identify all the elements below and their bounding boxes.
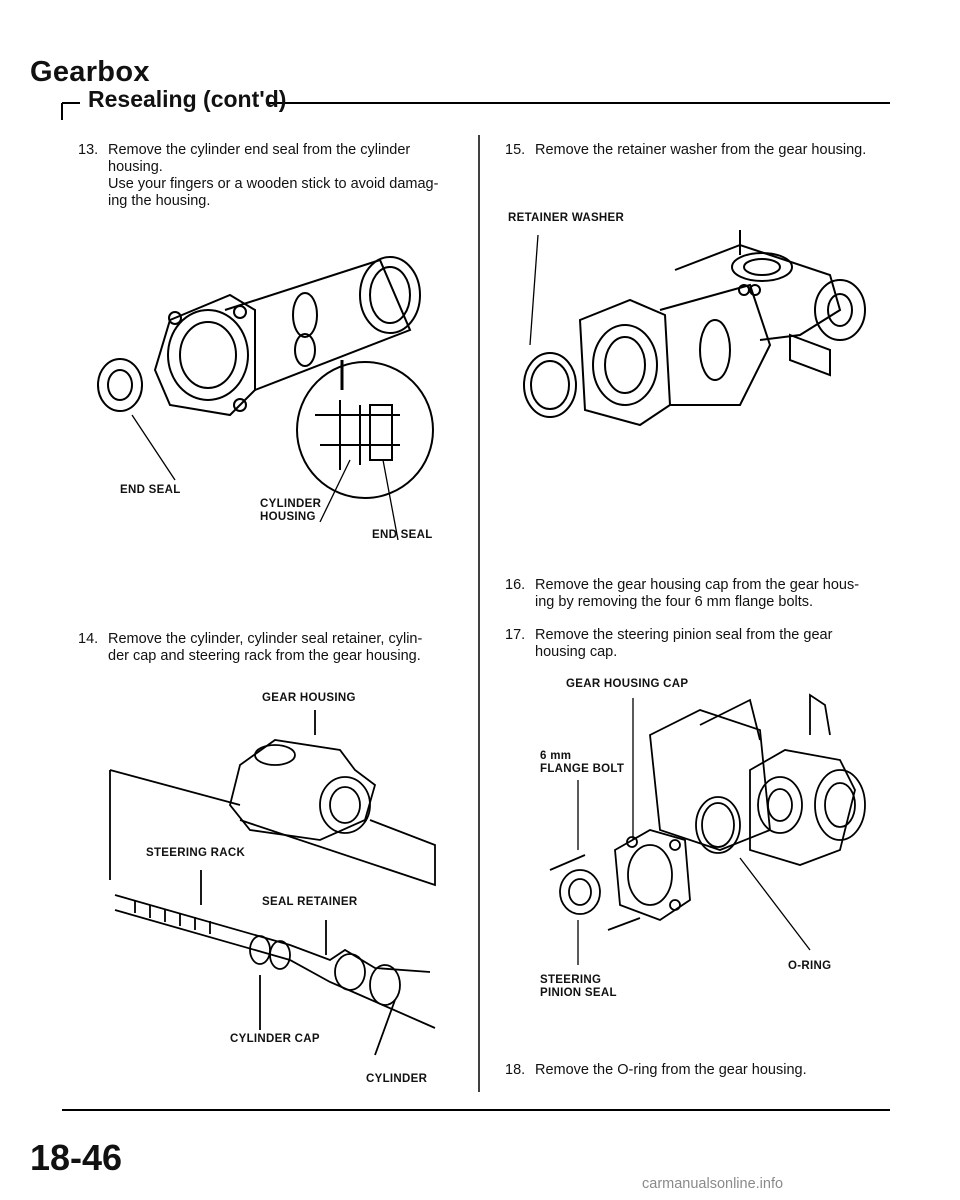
label-gear-housing: GEAR HOUSING — [262, 692, 356, 704]
step-number: 18. — [505, 1062, 526, 1078]
figure-gear-housing-cap — [549, 693, 866, 965]
label-gear-housing-cap: GEAR HOUSING CAP — [566, 678, 689, 690]
label-end-seal-right: END SEAL — [372, 529, 433, 541]
page-title: Gearbox — [30, 56, 150, 88]
label-end-seal-left: END SEAL — [120, 484, 181, 496]
label-cylinder: CYLINDER — [366, 1073, 428, 1085]
step-15: 15. Remove the retainer washer from the … — [505, 142, 905, 162]
step-number: 14. — [78, 631, 99, 647]
step-18: 18. Remove the O-ring from the gear hous… — [505, 1062, 905, 1082]
section-subtitle: Resealing (cont'd) — [88, 86, 287, 112]
label-retainer-washer: RETAINER WASHER — [508, 212, 625, 224]
label-o-ring: O-RING — [788, 960, 832, 972]
step-text: Remove the retainer washer from the gear… — [535, 142, 867, 158]
label-pinion-seal: STEERING PINION SEAL — [540, 974, 617, 999]
watermark: carmanualsonline.info — [642, 1176, 784, 1192]
step-text: Remove the gear housing cap from the gea… — [535, 577, 860, 610]
figure-steering-rack-removal — [109, 710, 436, 1056]
label-seal-retainer: SEAL RETAINER — [262, 896, 358, 908]
step-number: 17. — [505, 627, 526, 643]
step-number: 15. — [505, 142, 526, 158]
figure-retainer-washer — [523, 230, 866, 427]
step-16: 16. Remove the gear housing cap from the… — [505, 577, 905, 617]
step-number: 13. — [78, 142, 99, 158]
label-steering-rack: STEERING RACK — [146, 847, 246, 859]
step-17: 17. Remove the steering pinion seal from… — [505, 627, 905, 667]
header-rule — [61, 102, 890, 120]
page-number: 18-46 — [30, 1137, 123, 1178]
step-number: 16. — [505, 577, 526, 593]
step-text: Remove the steering pinion seal from the… — [535, 627, 833, 660]
step-14: 14. Remove the cylinder, cylinder seal r… — [78, 631, 458, 671]
label-cylinder-housing: CYLINDER HOUSING — [260, 498, 322, 523]
label-flange-bolt: 6 mm FLANGE BOLT — [540, 750, 625, 775]
step-text: Remove the O-ring from the gear housing. — [535, 1062, 807, 1078]
step-text: Remove the cylinder end seal from the cy… — [108, 142, 439, 209]
label-cylinder-cap: CYLINDER CAP — [230, 1033, 320, 1045]
step-text: Remove the cylinder, cylinder seal retai… — [108, 631, 423, 664]
step-13: 13. Remove the cylinder end seal from th… — [78, 142, 458, 212]
figure-cylinder-end-seal — [97, 256, 434, 540]
